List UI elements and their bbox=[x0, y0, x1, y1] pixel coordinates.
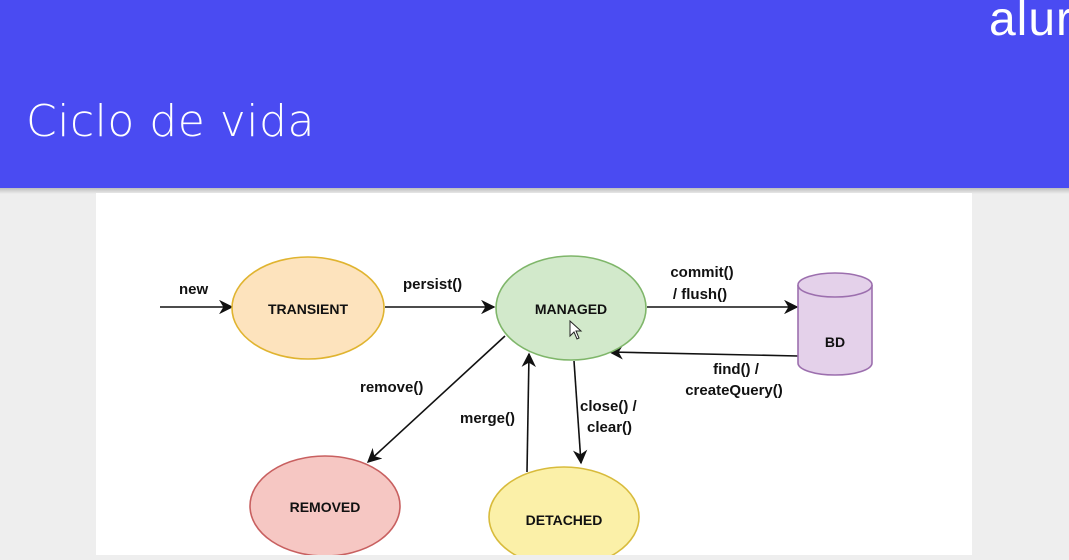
node-detached-label: DETACHED bbox=[526, 512, 603, 528]
edge-remove bbox=[366, 335, 506, 463]
slide-header: alur Ciclo de vida bbox=[0, 0, 1069, 188]
edge-label-commit-line2: / flush() bbox=[673, 286, 727, 303]
lifecycle-diagram-panel: TRANSIENT MANAGED BD REMOVED DETACHED ne… bbox=[96, 193, 972, 560]
edge-label-remove: remove() bbox=[360, 379, 423, 396]
edge-label-merge: merge() bbox=[460, 410, 515, 427]
edge-close-clear bbox=[572, 360, 588, 465]
node-bd-label: BD bbox=[825, 334, 845, 350]
node-removed: REMOVED bbox=[249, 455, 401, 557]
mouse-cursor-icon bbox=[569, 319, 583, 340]
node-transient: TRANSIENT bbox=[231, 256, 385, 360]
node-managed-label: MANAGED bbox=[535, 301, 607, 317]
node-bd: BD bbox=[797, 272, 873, 376]
edge-label-persist: persist() bbox=[403, 276, 462, 293]
node-detached: DETACHED bbox=[488, 466, 640, 560]
lifecycle-diagram: TRANSIENT MANAGED BD REMOVED DETACHED ne… bbox=[160, 255, 873, 560]
edge-label-commit-line1: commit() bbox=[670, 264, 733, 281]
edge-label-close-line2: clear() bbox=[587, 419, 632, 436]
node-removed-label: REMOVED bbox=[290, 499, 361, 515]
edge-merge bbox=[521, 352, 536, 473]
slide-title: Ciclo de vida bbox=[26, 96, 315, 147]
edge-label-close-line1: close() / bbox=[580, 398, 638, 415]
node-transient-label: TRANSIENT bbox=[268, 301, 349, 317]
header-shadow bbox=[0, 188, 1069, 194]
edge-label-find-line1: find() / bbox=[713, 361, 760, 378]
node-managed: MANAGED bbox=[495, 255, 647, 361]
edge-find-createquery bbox=[608, 345, 799, 360]
edge-label-find-line2: createQuery() bbox=[685, 382, 783, 399]
brand-logo: alur bbox=[988, 0, 1069, 46]
edge-label-new: new bbox=[179, 281, 209, 298]
